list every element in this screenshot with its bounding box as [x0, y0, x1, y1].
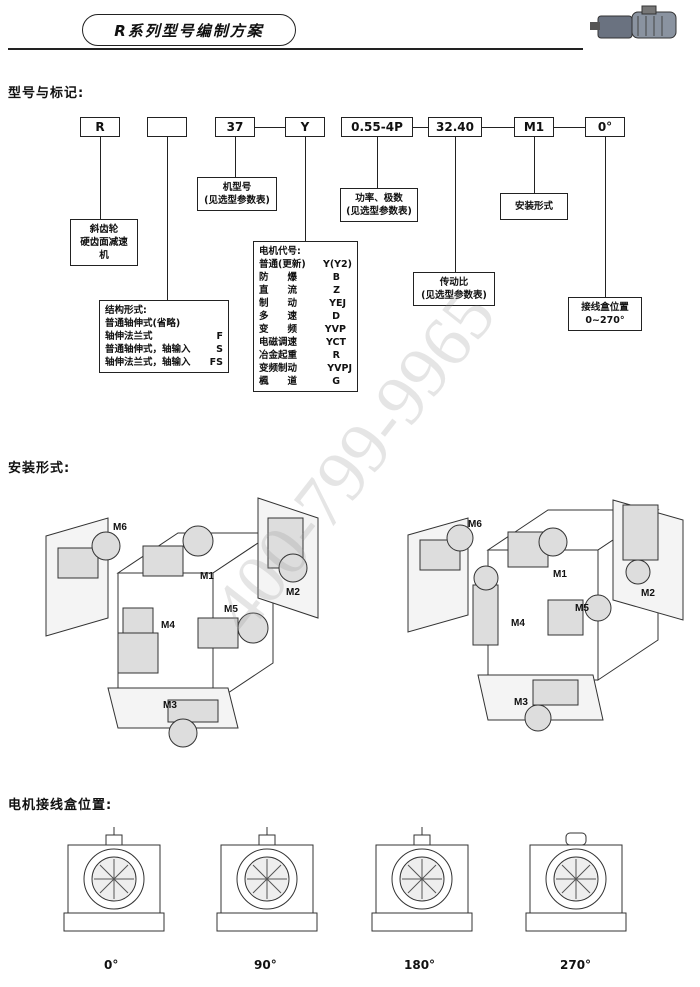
dash	[482, 127, 514, 128]
callout-power: 功率、极数(见选型参数表)	[340, 188, 418, 222]
mount-label-m2: M2	[641, 588, 655, 599]
terminal-view-90	[216, 827, 318, 932]
code-box-power: 0.55-4P	[341, 117, 413, 137]
mount-label-m4: M4	[161, 620, 175, 631]
mount-label-m2: M2	[286, 587, 300, 598]
terminal-view-180	[371, 827, 473, 932]
position-label-270: 270°	[560, 958, 592, 972]
section-model-heading: 型号与标记:	[8, 86, 85, 101]
code-box-ratio: 32.40	[428, 117, 482, 137]
structure-row: 普通轴伸式(省略)	[105, 318, 181, 329]
connector	[455, 137, 456, 272]
mounting-diagram-right: M6 M1 M2 M4 M5 M3	[407, 499, 684, 732]
connector	[377, 137, 378, 188]
header-rule	[8, 48, 583, 50]
callout-ratio: 传动比(见选型参数表)	[413, 272, 495, 306]
code-box-mounting: M1	[514, 117, 554, 137]
connector	[605, 137, 606, 297]
position-label-0: 0°	[104, 958, 119, 972]
gear-motor-thumbnail	[590, 5, 677, 39]
connector	[167, 137, 168, 300]
code-box-structure	[147, 117, 187, 137]
callout-mounting: 安装形式	[500, 193, 568, 220]
section-mounting-heading: 安装形式:	[8, 461, 71, 476]
code-box-series: R	[80, 117, 120, 137]
connector	[305, 137, 306, 241]
terminal-view-270	[525, 832, 627, 932]
callout-frame: 机型号(见选型参数表)	[197, 177, 277, 211]
mount-label-m1: M1	[200, 571, 214, 582]
dash	[255, 127, 285, 128]
mount-label-m3: M3	[163, 700, 177, 711]
position-label-180: 180°	[404, 958, 436, 972]
section-terminal-heading: 电机接线盒位置:	[8, 798, 113, 813]
connector	[235, 137, 236, 177]
dash	[554, 127, 585, 128]
mount-label-m6: M6	[113, 522, 127, 533]
connector	[100, 137, 101, 219]
position-label-90: 90°	[254, 958, 277, 972]
motor-row: 普通(更新)Y(Y2)	[259, 259, 352, 270]
mount-label-m4: M4	[511, 618, 525, 629]
page-title: R系列型号编制方案	[82, 14, 296, 46]
mount-label-m6: M6	[468, 519, 482, 530]
mount-label-m5: M5	[575, 603, 589, 614]
code-box-terminal: 0°	[585, 117, 625, 137]
mount-label-m1: M1	[553, 569, 567, 580]
mount-label-m3: M3	[514, 697, 528, 708]
code-box-motor: Y	[285, 117, 325, 137]
connector	[534, 137, 535, 193]
callout-gear-type: 斜齿轮硬齿面减速机	[70, 219, 138, 266]
motor-title: 电机代号:	[259, 246, 301, 257]
structure-title: 结构形式:	[105, 305, 147, 316]
code-box-frame: 37	[215, 117, 255, 137]
dash	[413, 127, 428, 128]
mounting-diagram-left: M6 M1 M2 M4 M5 M3	[45, 497, 319, 748]
terminal-view-0	[63, 827, 165, 932]
mount-label-m5: M5	[224, 604, 238, 615]
